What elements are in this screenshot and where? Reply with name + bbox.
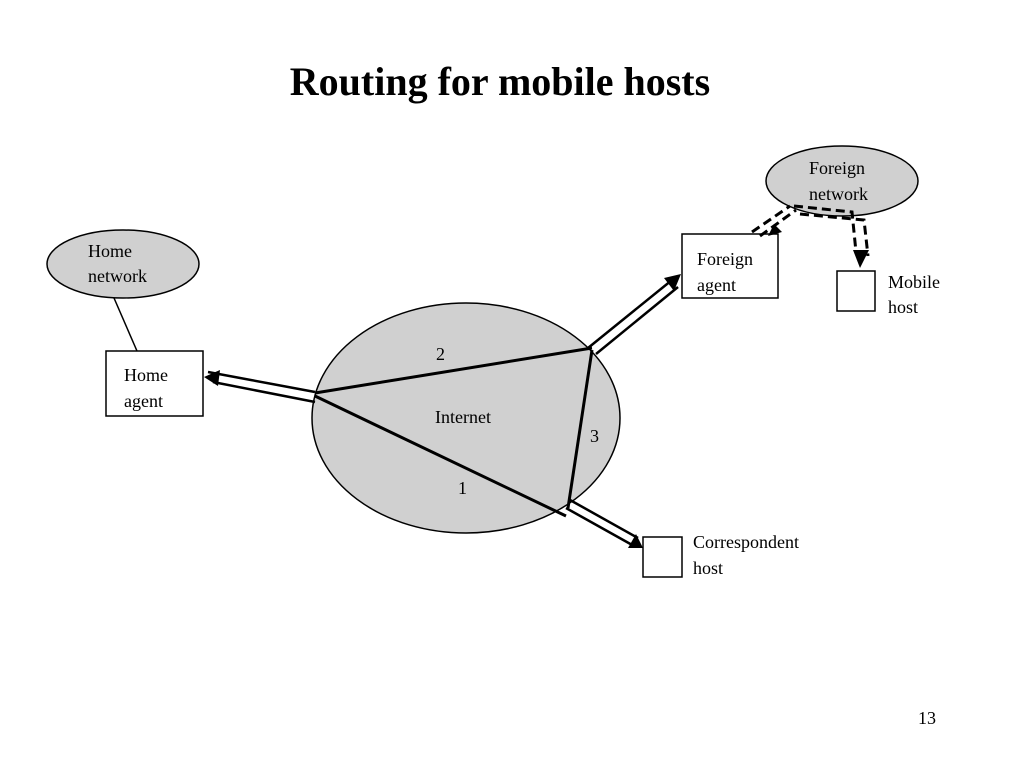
correspondent-host-label-line1: Correspondent	[693, 532, 799, 552]
foreign-agent-label-line2: agent	[697, 275, 736, 295]
foreign-agent-label: Foreign agent	[697, 249, 758, 295]
home-agent-label-line1: Home	[124, 365, 168, 385]
correspondent-host-box	[642, 536, 683, 578]
dashed-path-foreign-agent	[751, 204, 797, 238]
internet-cloud	[311, 302, 621, 534]
path-3-label: 3	[590, 426, 599, 446]
foreign-agent-box	[681, 233, 779, 299]
home-agent-box	[105, 350, 204, 417]
home-network-label-line1: Home	[88, 241, 132, 261]
page-number: 13	[918, 708, 936, 728]
arrow-to-correspondent-host	[565, 498, 643, 548]
path-1-label: 1	[458, 478, 467, 498]
home-agent-label-line2: agent	[124, 391, 163, 411]
mobile-host-label-line1: Mobile	[888, 272, 940, 292]
correspondent-host-label: Correspondent host	[693, 532, 803, 578]
foreign-agent-label-line1: Foreign	[697, 249, 753, 269]
foreign-network-label-line2: network	[809, 184, 868, 204]
home-network-label-line2: network	[88, 266, 147, 286]
foreign-network-label-line1: Foreign	[809, 158, 865, 178]
mobile-host-label-line2: host	[888, 297, 918, 317]
arrow-to-foreign-agent	[587, 274, 681, 355]
slide-title: Routing for mobile hosts	[289, 59, 711, 104]
home-network-label: Home network	[88, 241, 147, 286]
home-agent-label: Home agent	[124, 365, 173, 411]
correspondent-host-label-line2: host	[693, 558, 723, 578]
mobile-host-label: Mobile host	[888, 272, 945, 317]
home-network-cloud	[46, 229, 200, 299]
foreign-network-cloud	[765, 145, 919, 217]
path-2-line	[314, 346, 593, 395]
arrow-to-home-agent	[204, 370, 316, 404]
mobile-host-box	[836, 270, 876, 312]
path-1-line	[314, 394, 567, 518]
home-network-link	[113, 297, 138, 352]
dashed-path-mobile-host	[793, 204, 870, 268]
path-3-line	[566, 349, 594, 509]
internet-label: Internet	[435, 407, 491, 427]
path-2-label: 2	[436, 344, 445, 364]
foreign-network-label: Foreign network	[809, 158, 870, 204]
